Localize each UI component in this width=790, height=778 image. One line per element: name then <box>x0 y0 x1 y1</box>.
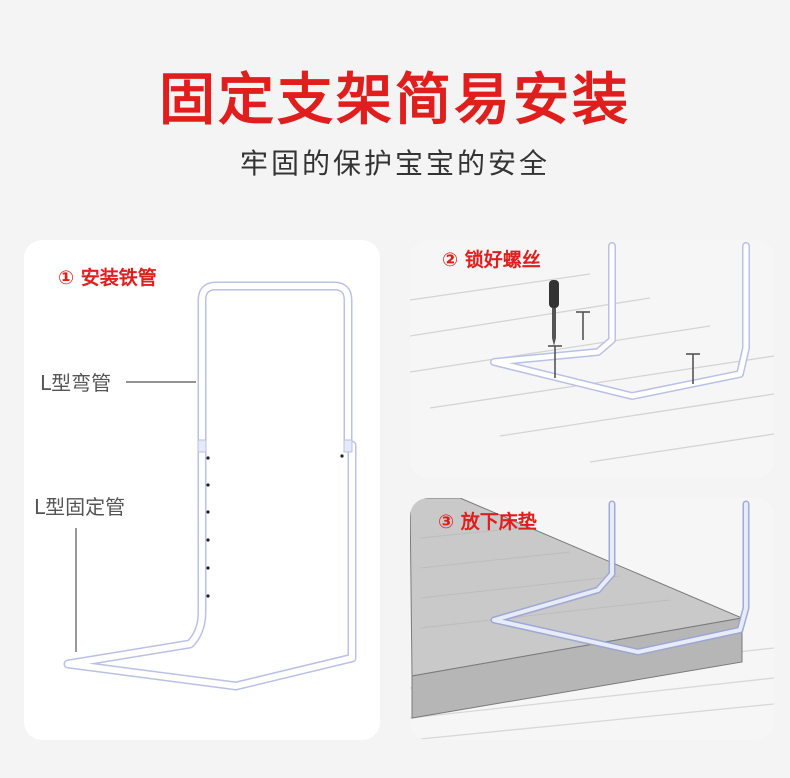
page-subtitle: 牢固的保护宝宝的安全 <box>239 147 550 180</box>
step-2-card: ② 锁好螺丝 <box>410 240 774 478</box>
bed-slats <box>410 273 774 463</box>
mattress-placement-illustration <box>410 498 774 740</box>
mattress-texture <box>419 527 671 629</box>
joint-sleeve-left <box>197 439 207 453</box>
step-2-label: ② 锁好螺丝 <box>442 249 541 271</box>
frame-tube <box>65 283 355 689</box>
screw-icon <box>548 311 700 384</box>
screwdriver-icon <box>549 280 559 346</box>
frame-tube <box>491 243 749 399</box>
step-3-card: ③ 放下床垫 <box>410 498 774 740</box>
page-title: 固定支架简易安装 <box>159 68 631 133</box>
joint-sleeve-right <box>343 439 353 453</box>
l-fixed-tube-label: L型固定管 <box>34 495 126 519</box>
adjustment-holes <box>206 454 344 598</box>
l-bend-tube-label: L型弯管 <box>40 371 112 395</box>
frame-tube <box>492 502 748 654</box>
step-1-label: ① 安装铁管 <box>58 267 157 289</box>
frame-outline <box>63 281 357 691</box>
screw-install-illustration <box>410 242 774 463</box>
step-3-label: ③ 放下床垫 <box>438 511 537 533</box>
step-1-card: ① 安装铁管 L型弯管 L型固定管 <box>24 240 380 740</box>
bed-rail-frame-illustration <box>63 281 357 691</box>
mattress-side <box>411 617 743 719</box>
